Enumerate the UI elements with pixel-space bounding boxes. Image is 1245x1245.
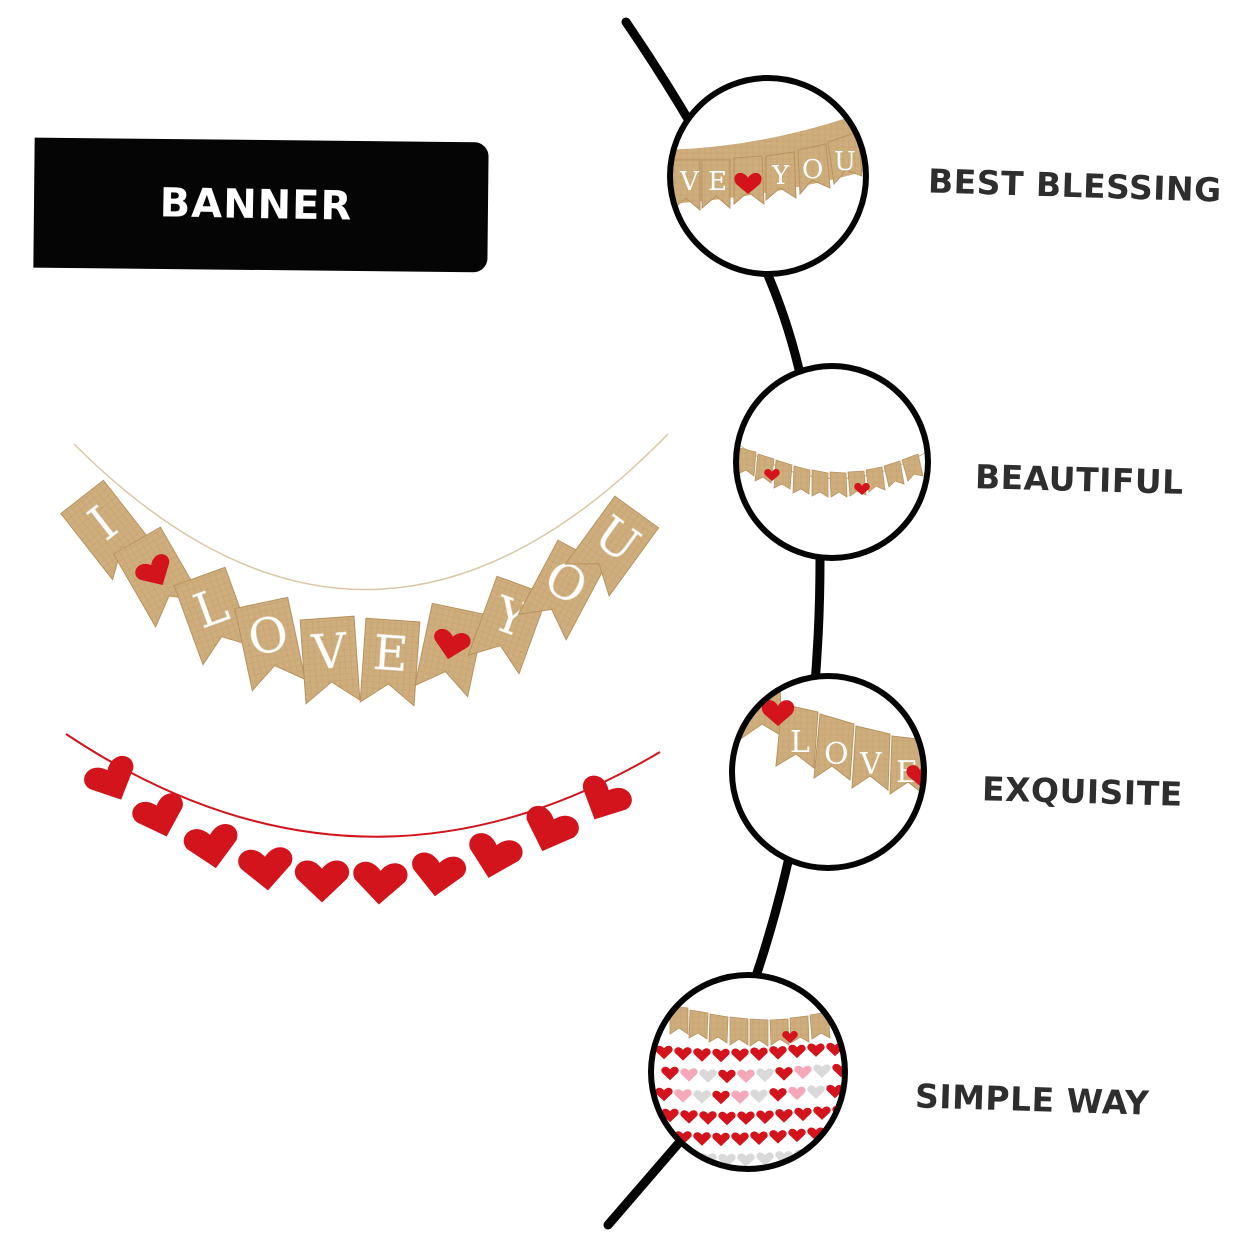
heart-icon (731, 1090, 749, 1104)
heart-icon (680, 1110, 698, 1124)
heart-icon (661, 1108, 679, 1123)
heart-icon (132, 793, 183, 837)
heart-icon (807, 1043, 825, 1057)
heart-icon (813, 1064, 831, 1078)
banner-flag-icon (414, 602, 486, 698)
heart-icon (693, 1048, 711, 1062)
heart-icon (693, 1090, 711, 1104)
heart-icon (655, 1045, 673, 1060)
heart-icon (412, 852, 466, 897)
heart-icon (756, 1110, 774, 1124)
heart-icon (826, 1084, 844, 1099)
heart-icon (807, 1127, 825, 1141)
heart-icon (693, 1132, 711, 1146)
heart-icon (731, 1132, 749, 1146)
banner-letter: V (309, 623, 350, 681)
detail-circle-simple-way (648, 972, 848, 1172)
heart-icon (712, 1048, 730, 1063)
heart-icon (674, 1089, 692, 1103)
heart-icon (718, 1069, 736, 1084)
heart-icon (469, 833, 523, 878)
banner-flag-icon: L (173, 566, 255, 666)
heart-icon (750, 1131, 768, 1145)
heart-icon (775, 1109, 793, 1123)
heart-icon (750, 1089, 768, 1103)
svg-text:Y: Y (771, 161, 790, 191)
heart-icon (655, 1087, 673, 1102)
heart-icon (756, 1068, 774, 1082)
heart-icon (769, 1088, 787, 1102)
heart-icon (135, 554, 170, 586)
heart-icon (674, 1131, 692, 1145)
heart-icon (737, 1111, 755, 1125)
heart-icon (750, 1047, 768, 1061)
heart-icon (674, 1047, 692, 1061)
heart-icon (788, 1128, 806, 1143)
page-title: BANNER (159, 180, 353, 230)
heart-icon (699, 1069, 717, 1083)
feature-label-simple-way: SIMPLE WAY (914, 1076, 1150, 1123)
heart-icon (788, 1044, 806, 1059)
heart-icon (680, 1068, 698, 1082)
svg-text:O: O (802, 155, 823, 185)
heart-icon (769, 1130, 787, 1144)
heart-icon (238, 847, 293, 891)
heart-icon (794, 1107, 812, 1122)
svg-text:V: V (679, 167, 700, 197)
heart-icon (434, 628, 471, 660)
heart-icon (813, 1106, 831, 1120)
banner-flag-icon: V (299, 615, 361, 705)
banner-flag-icon: O (234, 596, 306, 692)
feature-label-exquisite: EXQUISITE (981, 769, 1184, 814)
detail-circle-beautiful (733, 363, 931, 561)
heart-icon (756, 1152, 774, 1166)
heart-icon (807, 1085, 825, 1099)
banner-flag-icon: I (60, 479, 157, 581)
heart-icon (718, 1153, 736, 1168)
svg-text:E: E (708, 167, 727, 197)
banner-flag-icon: E (359, 617, 421, 707)
heart-icon (712, 1090, 730, 1105)
heart-icon (769, 1046, 787, 1060)
detail-circle-best-blessing: V E Y O U (667, 75, 869, 277)
heart-icon (794, 1065, 812, 1080)
red-heart-garland (65, 733, 661, 905)
heart-icon (775, 1151, 793, 1165)
heart-icon (788, 1086, 806, 1101)
heart-icon (832, 1147, 845, 1162)
heart-icon (183, 824, 238, 869)
detail-circle-exquisite: L O V E (729, 673, 927, 871)
heart-icon (731, 1048, 749, 1062)
heart-icon (737, 1069, 755, 1083)
heart-icon (718, 1111, 736, 1126)
heart-icon (775, 1067, 793, 1081)
heart-icon (737, 1153, 755, 1167)
heart-icon (526, 805, 579, 852)
heart-icon (661, 1066, 679, 1081)
svg-text:L: L (790, 725, 810, 760)
heart-icon (712, 1132, 730, 1147)
heart-icon (353, 861, 408, 905)
heart-icon (832, 1063, 845, 1078)
heart-icon (84, 755, 134, 800)
heart-icon (294, 860, 350, 903)
svg-text:O: O (824, 737, 849, 772)
feature-label-beautiful: BEAUTIFUL (974, 457, 1185, 502)
svg-text:V: V (859, 747, 883, 782)
heart-icon (582, 775, 632, 820)
banner-letter: E (371, 625, 410, 683)
heart-icon (813, 1148, 831, 1162)
svg-text:U: U (834, 147, 856, 177)
heart-icon (699, 1111, 717, 1125)
